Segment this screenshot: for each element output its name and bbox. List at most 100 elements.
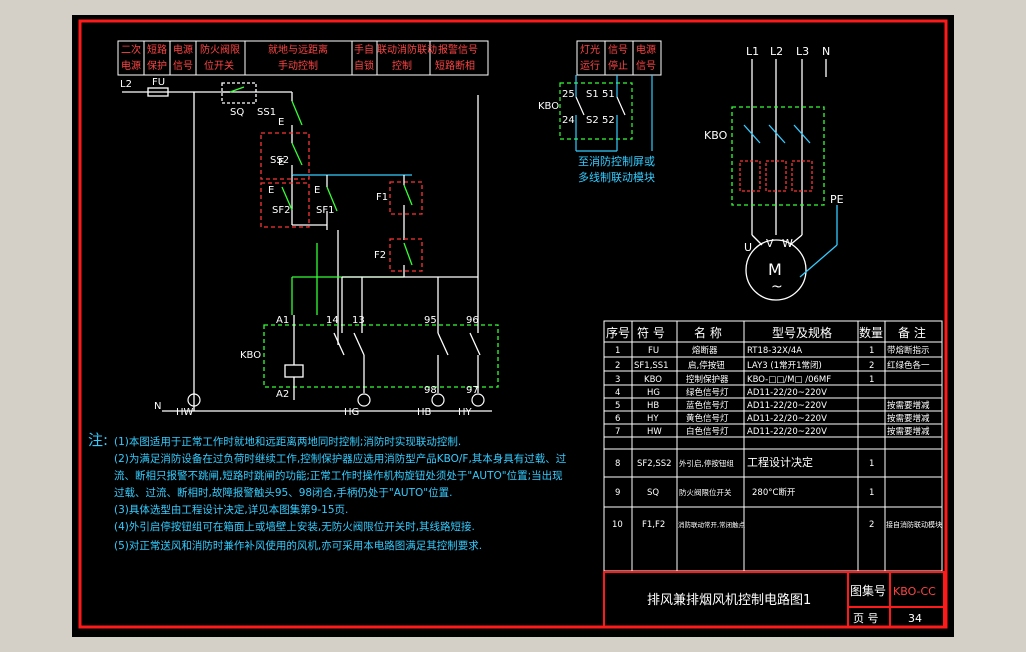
fh-1-l1: 短路 [147, 43, 167, 56]
control-circuit [122, 82, 499, 412]
bom-h5: 备 注 [898, 325, 926, 340]
note-4: (4)外引启停按钮组可在箱面上或墙壁上安装,无防火阀限位开关时,其线路短接. [114, 520, 475, 533]
bom-r5-c3: AD11-22/20~220V [747, 414, 827, 424]
bom-r4-c0: 5 [615, 401, 620, 411]
fh-4-l2: 手动控制 [278, 59, 318, 72]
lbl-98: 98 [424, 385, 437, 396]
bom-r4-c2: 蓝色信号灯 [686, 400, 729, 411]
lamp-hg [357, 393, 371, 407]
function-header [117, 40, 489, 76]
lbl-96: 96 [466, 315, 479, 326]
note-2c: 过载、过流、断相时,故障报警触头95、98闭合,手柄仍处于"AUTO"位置. [114, 486, 452, 499]
bom-h3: 型号及规格 [772, 325, 832, 340]
bom-r9-c1: F1,F2 [642, 520, 665, 530]
note-2: (2)为满足消防设备在过负荷时继续工作,控制保护器应选用消防型产品KBO/F,其… [114, 452, 567, 465]
note-3: (3)具体选型由工程设计决定,详见本图集第9-15页. [114, 503, 348, 516]
bom-r6-c3: AD11-22/20~220V [747, 427, 827, 437]
lbl-hg: HG [344, 407, 359, 418]
lbl-s1: S1 [586, 89, 599, 100]
sh-0-l1: 灯光 [580, 43, 600, 56]
fh-2-l1: 电源 [173, 43, 193, 56]
lbl-pe: PE [830, 193, 844, 206]
lbl-fu: FU [152, 77, 165, 88]
status-header [576, 40, 662, 76]
note-5: (5)对正常送风和消防时兼作补风使用的风机,亦可采用本电路图满足其控制要求. [114, 539, 482, 552]
bom-r9-c4: 2 [869, 520, 874, 530]
page-label: 页 号 [853, 612, 879, 625]
note-2b: 流、断相只报警不跳闸,短路时跳闸的功能;正常工作时操作机构旋钮处须处于"AUTO… [114, 469, 563, 482]
lbl-51: 51 [602, 89, 615, 100]
bom-r4-c1: HB [647, 401, 659, 411]
lbl-hy: HY [458, 407, 473, 418]
bom-r1-c2: 启,停按钮 [688, 360, 725, 371]
bom-r2-c2: 控制保护器 [686, 374, 729, 385]
bom-r1-c4: 2 [869, 361, 874, 371]
fh-7-l1: 报警信号 [438, 43, 478, 56]
bom-r4-c5: 按需要增减 [887, 400, 930, 411]
bom-r5-c1: HY [647, 414, 659, 424]
bom-r6-c0: 7 [615, 427, 620, 437]
bom-h2: 名 称 [694, 325, 722, 340]
bom-r7-c4: 1 [869, 459, 874, 469]
bom-r8-c3: 280°C断开 [752, 487, 796, 498]
sh-0-l2: 运行 [580, 59, 600, 72]
fh-5-l1: 手自 [354, 43, 374, 56]
lbl-e1: E [278, 117, 284, 128]
bom-r6-c1: HW [647, 427, 662, 437]
bom-r0-c4: 1 [869, 346, 874, 356]
bom-r0-c0: 1 [615, 346, 620, 356]
bom-h0: 序号 [606, 325, 630, 340]
lbl-u: U [744, 241, 752, 254]
atlas-value: KBO-CC [893, 585, 936, 598]
lbl-e4: E [314, 185, 320, 196]
bom-r0-c5: 带熔断指示 [887, 345, 930, 356]
lbl-13: 13 [352, 315, 365, 326]
bom-r4-c3: AD11-22/20~220V [747, 401, 827, 411]
bom-r9-c2: 消防联动常开,常闭触点 [678, 520, 746, 529]
lbl-a2: A2 [276, 389, 289, 400]
fh-1-l2: 保护 [147, 59, 167, 72]
lbl-kbo-m: KBO [704, 129, 728, 142]
lbl-25: 25 [562, 89, 575, 100]
lbl-motor: M [768, 260, 782, 279]
kbo-coil [284, 364, 304, 378]
fh-3-l2: 位开关 [204, 59, 234, 72]
bom-r2-c4: 1 [869, 375, 874, 385]
bom-h1: 符 号 [637, 325, 665, 340]
fire-note-1: 至消防控制屏或 [578, 154, 655, 168]
bom-r8-c2: 防火阀限位开关 [679, 487, 732, 497]
notes-title: 注: [88, 431, 108, 449]
lbl-e2: E [278, 157, 284, 168]
bom-r3-c3: AD11-22/20~220V [747, 388, 827, 398]
bom-r1-c5: 红绿色各一 [887, 360, 930, 371]
title-block [603, 571, 945, 628]
lbl-f2: F2 [374, 250, 386, 261]
cad-drawing: 二次 电源 短路 保护 电源 信号 防火阀限 位开关 就地与远距离 手动控制 手… [78, 19, 948, 629]
bom-r2-c0: 3 [615, 375, 620, 385]
bom-r2-c3: KBO-□□/M□ /06MF [747, 375, 831, 385]
bom-r9-c5: 接自消防联动模块 [886, 520, 942, 529]
bom-r5-c0: 6 [615, 414, 620, 424]
lbl-sq: SQ [230, 107, 244, 118]
sh-2-l2: 信号 [636, 60, 656, 72]
lbl-ss1: SS1 [257, 107, 276, 118]
lamp-hy [471, 393, 485, 407]
note-1: (1)本图适用于正常工作时就地和远距离两地同时控制;消防时实现联动控制. [114, 435, 461, 448]
lbl-sf1: SF1 [316, 205, 334, 216]
bom-h4: 数量 [859, 325, 883, 340]
lbl-l2m: L2 [770, 45, 783, 58]
bom-r3-c2: 绿色信号灯 [686, 387, 729, 398]
lbl-w: W [782, 237, 793, 250]
fh-5-l2: 自锁 [354, 59, 374, 72]
fh-4-l1: 就地与远距离 [268, 43, 328, 56]
outer-frame [78, 19, 948, 629]
bom-r7-c1: SF2,SS2 [637, 459, 672, 469]
bom-r0-c1: FU [648, 346, 659, 356]
lbl-l1m: L1 [746, 45, 759, 58]
bom-r7-c2: 外引启,停按钮组 [679, 458, 734, 468]
bom-r8-c0: 9 [615, 488, 620, 498]
lbl-tilde: ~ [771, 279, 783, 295]
lbl-hw: HW [176, 407, 194, 418]
bom-r8-c1: SQ [647, 488, 659, 498]
bom-r1-c1: SF1,SS1 [634, 361, 669, 371]
